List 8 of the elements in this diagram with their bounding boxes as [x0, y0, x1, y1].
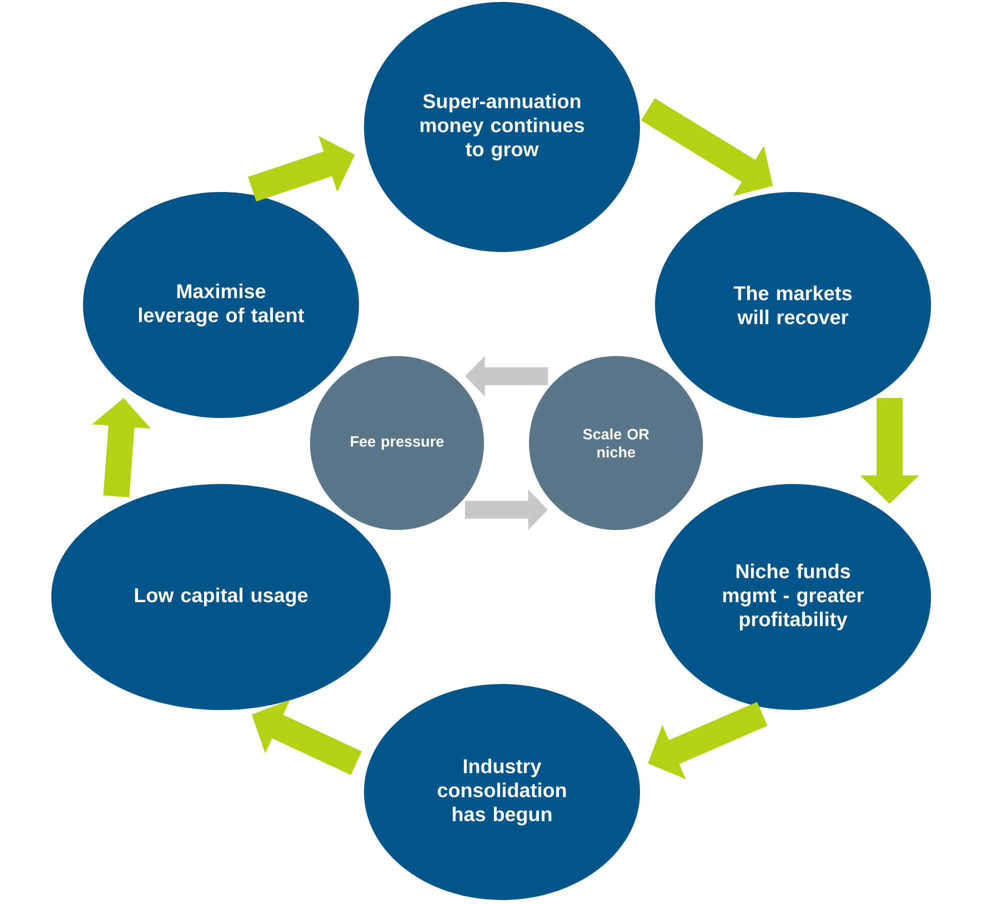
- ellipse-node: Scale OR niche: [529, 356, 703, 530]
- ellipse-node: Maximise leverage of talent: [83, 192, 359, 418]
- ellipse-node: Super-annuation money continues to grow: [364, 2, 640, 252]
- ellipse-node: Low capital usage: [51, 484, 391, 710]
- ellipse-node: Niche funds mgmt - greater profitability: [655, 484, 931, 710]
- ellipse-node: Fee pressure: [310, 356, 484, 530]
- ellipse-node: Industry consolidation has begun: [364, 684, 640, 900]
- ellipse-node: The markets will recover: [655, 192, 931, 418]
